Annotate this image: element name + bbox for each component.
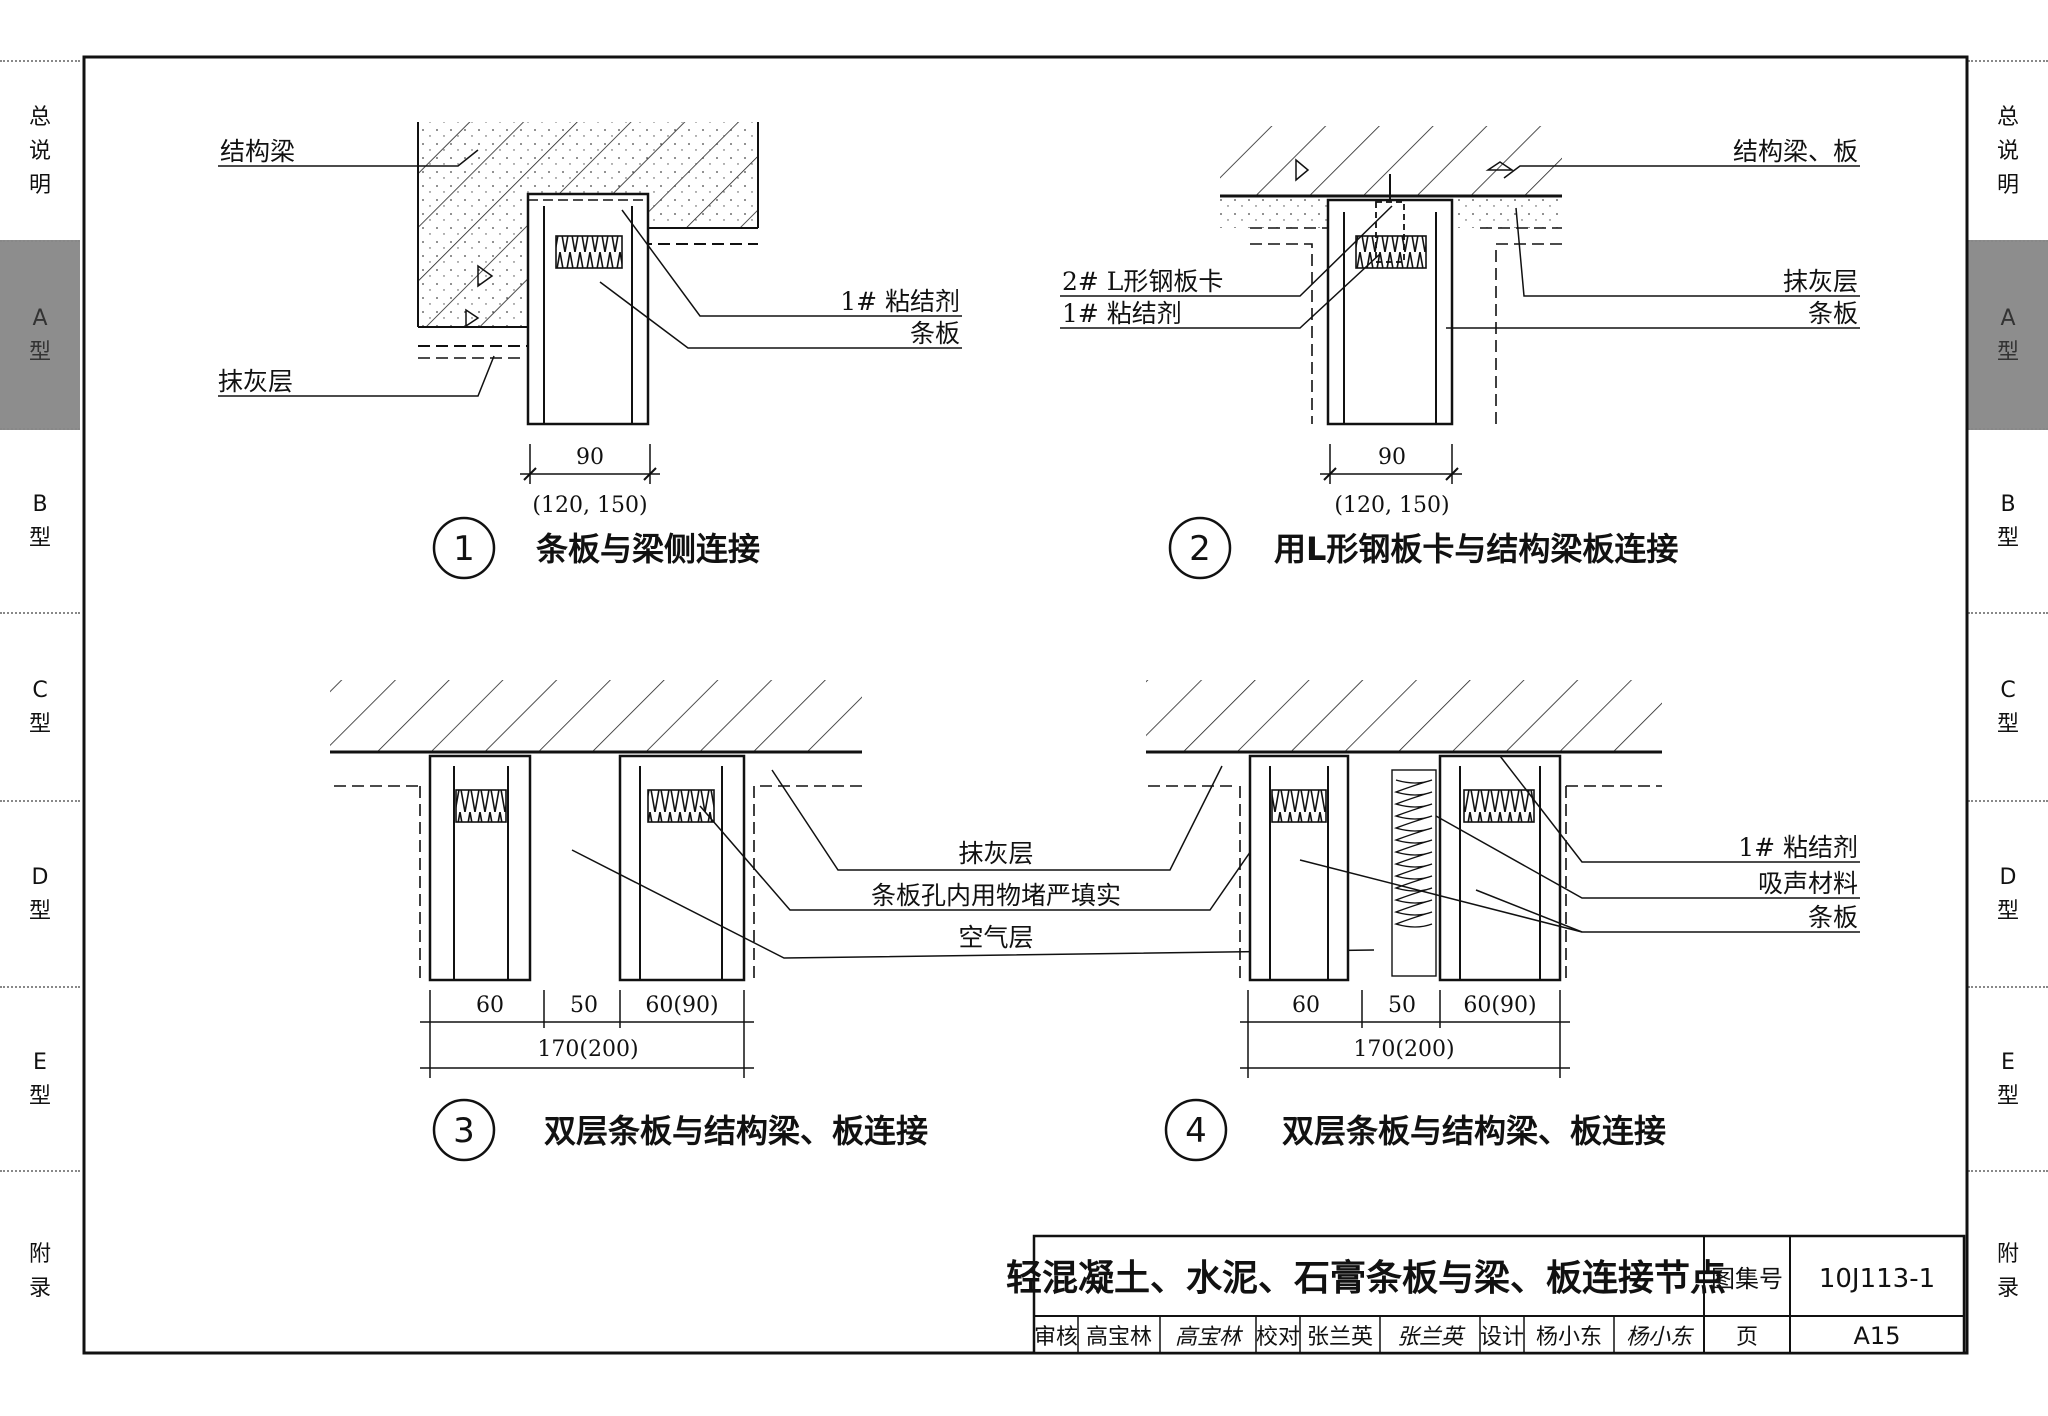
label-adhesive: 1# 粘结剂: [840, 287, 960, 316]
shared-labels: 抹灰层 条板孔内用物堵严填实 空气层: [571, 765, 1375, 959]
dim-b: 50: [570, 993, 598, 1018]
slab-hatch: [330, 680, 862, 752]
tab-appendix-right[interactable]: 附 录: [1968, 1170, 2048, 1372]
sheet-border: [82, 55, 1969, 1355]
tab-type-d-right[interactable]: D 型: [1968, 800, 2048, 988]
detail-number: 2: [1189, 529, 1211, 569]
label-beam-slab: 结构梁、板: [1733, 137, 1858, 166]
detail-number-circle: [1168, 516, 1232, 580]
tab-general-notes-right[interactable]: 总 说 明: [1968, 60, 2048, 242]
label-sound-absorbing: 吸声材料: [1758, 869, 1858, 898]
adhesive-zigzag: [1355, 235, 1427, 269]
dim-total: 170(200): [1353, 1037, 1454, 1062]
label-structural-beam: 结构梁: [220, 137, 295, 166]
tab-type-c-right[interactable]: C 型: [1968, 612, 2048, 802]
panel: [526, 192, 650, 426]
dim-c: 60(90): [645, 993, 718, 1018]
beam-concrete: [418, 122, 528, 327]
page-number: A15: [1854, 1322, 1901, 1350]
label-adhesive: 1# 粘结剂: [1062, 299, 1182, 328]
detail-number: 3: [453, 1111, 475, 1151]
detail-2: 结构梁、板 抹灰层 条板 2# L形钢板卡 1# 粘结剂 90 (120, 15…: [1060, 126, 1860, 580]
adhesive-zigzag: [555, 235, 623, 269]
detail-4: 1# 粘结剂 吸声材料 条板 60 50 60(90) 170(200) 4 双…: [1146, 680, 1860, 1162]
review-label: 审核: [1034, 1325, 1078, 1350]
detail-3: 60 50 60(90) 170(200) 3 双层条板与结构梁、板连接: [330, 680, 928, 1162]
dim-c: 60(90): [1463, 993, 1536, 1018]
check-label: 校对: [1256, 1325, 1300, 1350]
designer-signature: 杨小东: [1626, 1325, 1695, 1350]
left-side-tabs: 总 说 明 A 型 B 型 C 型 D 型 E 型 附 录: [0, 0, 80, 1416]
label-l-steel-clip: 2# L形钢板卡: [1062, 267, 1223, 296]
detail-title: 双层条板与结构梁、板连接: [1282, 1112, 1666, 1150]
designer-name: 杨小东: [1536, 1325, 1602, 1350]
label-air-layer: 空气层: [958, 923, 1033, 952]
tab-type-b-right[interactable]: B 型: [1968, 428, 2048, 614]
dim-alt: (120, 150): [1334, 493, 1449, 518]
checker-name: 张兰英: [1307, 1325, 1373, 1350]
detail-1: 结构梁 抹灰层 1# 粘结剂 条板 90 (120, 150) 1 条板与梁侧连…: [218, 122, 962, 580]
dim-total: 170(200): [537, 1037, 638, 1062]
fill-zigzag: [647, 789, 715, 823]
label-panel: 条板: [1808, 903, 1858, 932]
label-panel: 条板: [1808, 299, 1858, 328]
tab-type-e-right[interactable]: E 型: [1968, 986, 2048, 1172]
drawing-title: 轻混凝土、水泥、石膏条板与梁、板连接节点: [1006, 1258, 1726, 1299]
fill-zigzag: [1463, 789, 1535, 823]
tab-general-notes[interactable]: 总 说 明: [0, 60, 80, 242]
dim-width: 90: [576, 445, 604, 470]
detail-title: 用L形钢板卡与结构梁板连接: [1274, 530, 1678, 568]
fill-zigzag: [1271, 789, 1327, 823]
l-steel-clip: [1375, 201, 1405, 263]
checker-signature: 张兰英: [1397, 1325, 1466, 1350]
detail-number: 4: [1185, 1111, 1207, 1151]
reviewer-name: 高宝林: [1086, 1325, 1152, 1350]
dim-a: 60: [476, 993, 504, 1018]
tab-type-c[interactable]: C 型: [0, 612, 80, 802]
detail-number-circle: [432, 516, 496, 580]
sound-absorbing-material: [1391, 769, 1437, 977]
detail-number-circle: [1164, 1098, 1228, 1162]
atlas-no: 10J113-1: [1819, 1264, 1935, 1294]
slab-hatch: [1146, 680, 1662, 752]
fill-zigzag: [455, 789, 507, 823]
tab-type-e[interactable]: E 型: [0, 986, 80, 1172]
label-hole-fill: 条板孔内用物堵严填实: [871, 881, 1121, 910]
title-block: 轻混凝土、水泥、石膏条板与梁、板连接节点 图集号 10J113-1 审核 高宝林…: [1006, 1234, 1966, 1355]
tab-type-a[interactable]: A 型: [0, 240, 80, 430]
page-label: 页: [1736, 1325, 1758, 1350]
reviewer-signature: 高宝林: [1175, 1325, 1244, 1350]
dim-b: 50: [1388, 993, 1416, 1018]
right-side-tabs: 总 说 明 A 型 B 型 C 型 D 型 E 型 附 录: [1968, 0, 2048, 1416]
detail-number-circle: [432, 1098, 496, 1162]
panel: [1326, 198, 1454, 426]
label-plaster-layer: 抹灰层: [218, 367, 293, 396]
tab-type-d[interactable]: D 型: [0, 800, 80, 988]
label-panel: 条板: [910, 319, 960, 348]
label-adhesive: 1# 粘结剂: [1738, 833, 1858, 862]
dim-width: 90: [1378, 445, 1406, 470]
atlas-no-label: 图集号: [1711, 1265, 1783, 1293]
tab-type-a-right[interactable]: A 型: [1968, 240, 2048, 430]
label-plaster-layer: 抹灰层: [958, 839, 1033, 868]
tab-type-b[interactable]: B 型: [0, 428, 80, 614]
dim-a: 60: [1292, 993, 1320, 1018]
label-plaster-layer: 抹灰层: [1783, 267, 1858, 296]
tab-appendix[interactable]: 附 录: [0, 1170, 80, 1372]
detail-number: 1: [453, 529, 475, 569]
dim-alt: (120, 150): [532, 493, 647, 518]
detail-title: 条板与梁侧连接: [536, 530, 760, 568]
detail-title: 双层条板与结构梁、板连接: [544, 1112, 928, 1150]
design-label: 设计: [1480, 1325, 1524, 1350]
